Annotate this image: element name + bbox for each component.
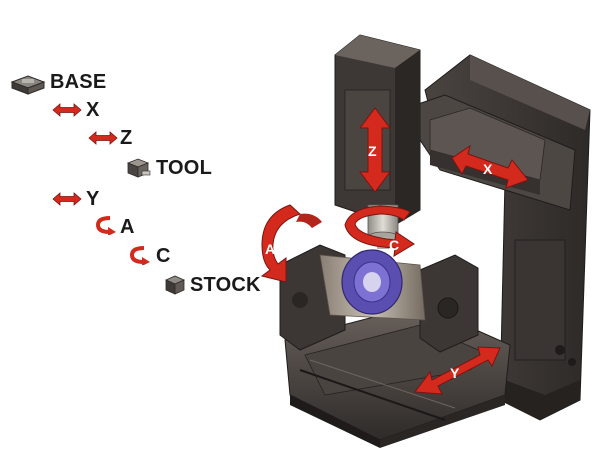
stock-block-icon (165, 275, 185, 295)
machine-label-y: Y (450, 365, 460, 381)
rotary-arrow-icon (95, 216, 116, 235)
tree-label-y: Y (86, 188, 100, 210)
tree-label-stock: STOCK (190, 274, 261, 296)
y-axis-arrow: Y (414, 346, 501, 395)
machine-label-z: Z (368, 143, 377, 159)
tree-label-a: A (120, 216, 135, 238)
linear-double-arrow-icon (88, 131, 118, 145)
tree-label-c: C (156, 245, 171, 267)
machine-base-icon (10, 75, 46, 95)
x-axis-arrow: X (451, 144, 529, 189)
linear-double-arrow-icon (52, 103, 82, 117)
z-axis-arrow: Z (359, 107, 391, 193)
tree-label-tool: TOOL (156, 157, 212, 179)
linear-double-arrow-icon (52, 192, 82, 206)
machine-label-c: C (389, 237, 399, 253)
machine-illustration: Z X Y A C (260, 34, 591, 448)
tool-holder-icon (126, 158, 151, 178)
rotary-arrow-icon (129, 246, 150, 265)
tree-label-x: X (86, 99, 100, 121)
tree-label-base: BASE (50, 71, 107, 93)
a-axis-arrow: A (260, 204, 322, 283)
c-axis-arrow: C (344, 205, 415, 257)
machine-label-a: A (265, 241, 275, 257)
workpiece (341, 249, 403, 315)
machine-label-x: X (483, 161, 493, 177)
tree-label-z: Z (120, 127, 133, 149)
